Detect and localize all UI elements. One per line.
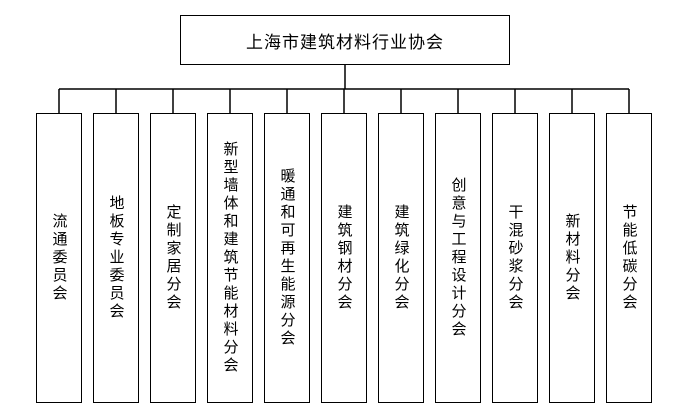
- child-label: 定制家居分会: [164, 204, 183, 312]
- child-node-diban: 地板专业委员会: [93, 113, 139, 403]
- child-label: 建筑钢材分会: [335, 204, 354, 312]
- child-label: 流通委员会: [50, 213, 69, 303]
- child-label: 地板专业委员会: [107, 195, 126, 321]
- root-label: 上海市建筑材料行业协会: [246, 32, 444, 53]
- child-label: 节能低碳分会: [620, 204, 639, 312]
- child-node-jieneng: 节能低碳分会: [606, 113, 652, 403]
- child-label: 创意与工程设计分会: [449, 177, 468, 339]
- child-label: 新型墙体和建筑节能材料分会: [221, 141, 240, 375]
- child-node-ganhun: 干混砂浆分会: [492, 113, 538, 403]
- child-label: 新材料分会: [563, 213, 582, 303]
- root-node: 上海市建筑材料行业协会: [180, 15, 510, 65]
- child-node-xincailiao: 新材料分会: [549, 113, 595, 403]
- child-node-dingzhi: 定制家居分会: [150, 113, 196, 403]
- child-node-xinxing: 新型墙体和建筑节能材料分会: [207, 113, 253, 403]
- child-node-nuantong: 暖通和可再生能源分会: [264, 113, 310, 403]
- child-label: 干混砂浆分会: [506, 204, 525, 312]
- child-node-liutong: 流通委员会: [36, 113, 82, 403]
- child-node-lvhua: 建筑绿化分会: [378, 113, 424, 403]
- child-node-gangcai: 建筑钢材分会: [321, 113, 367, 403]
- child-node-chuangyi: 创意与工程设计分会: [435, 113, 481, 403]
- child-label: 暖通和可再生能源分会: [278, 168, 297, 348]
- child-label: 建筑绿化分会: [392, 204, 411, 312]
